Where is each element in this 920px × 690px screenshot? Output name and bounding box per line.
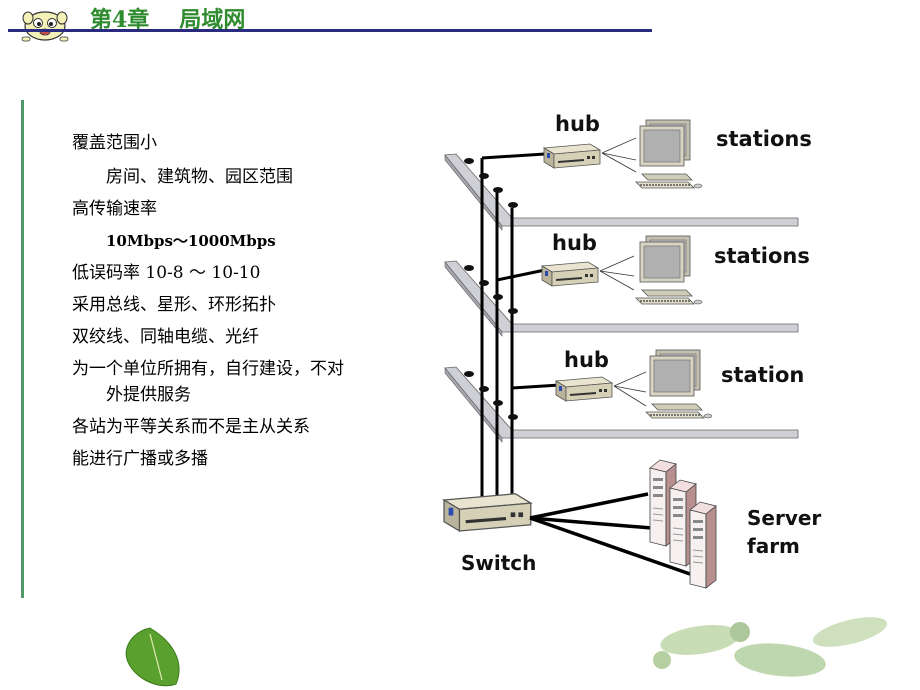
list-item: 为一个单位所拥有，自行建设，不对 [72, 359, 344, 379]
server-farm-label-line2: farm [747, 534, 800, 558]
switch-device [442, 492, 533, 533]
leaf-decoration-left [125, 627, 180, 687]
chapter-title: 局域网 [179, 7, 246, 33]
floor-ports [464, 158, 518, 420]
riser-cables [480, 152, 561, 500]
station-links [599, 137, 647, 407]
list-item: 覆盖范围小 [72, 133, 157, 153]
computer-icon [645, 349, 713, 419]
computer-icon [635, 119, 703, 189]
list-item: 双绞线、同轴电缆、光纤 [72, 327, 259, 347]
switch-label: Switch [461, 551, 537, 575]
list-item: 低误码率 10-8 ～ 10-10 [72, 263, 261, 283]
mascot-logo [21, 11, 69, 42]
list-item: 各站为平等关系而不是主从关系 [72, 417, 310, 437]
list-item: 能进行广播或多播 [72, 449, 208, 469]
list-item: 高传输速率 [72, 199, 157, 219]
hub-device [555, 376, 613, 402]
hub-label-floor-2: hub [552, 231, 597, 255]
hub-label-floor-1: hub [555, 112, 600, 136]
list-item: 房间、建筑物、园区范围 [106, 167, 293, 187]
chapter-number: 第4章 [90, 7, 150, 33]
list-item: 采用总线、星形、环形拓扑 [72, 295, 276, 315]
computer-icon [635, 235, 703, 305]
list-item: 外提供服务 [106, 385, 191, 405]
title-underline [8, 29, 652, 32]
leaf-decoration-right [653, 617, 887, 677]
station-label-floor-3: station [721, 363, 805, 387]
hub-device [543, 143, 601, 169]
stations-label-floor-1: stations [716, 127, 812, 151]
hub-label-floor-3: hub [564, 348, 609, 372]
side-accent-bar [21, 100, 24, 598]
stations-label-floor-2: stations [714, 244, 810, 268]
hub-device [541, 261, 599, 287]
list-item: 10Mbps～1000Mbps [106, 232, 276, 250]
page-title: 第4章 局域网 [90, 2, 245, 34]
server-farm-label-line1: Server [747, 506, 822, 530]
server-icon [689, 501, 717, 589]
